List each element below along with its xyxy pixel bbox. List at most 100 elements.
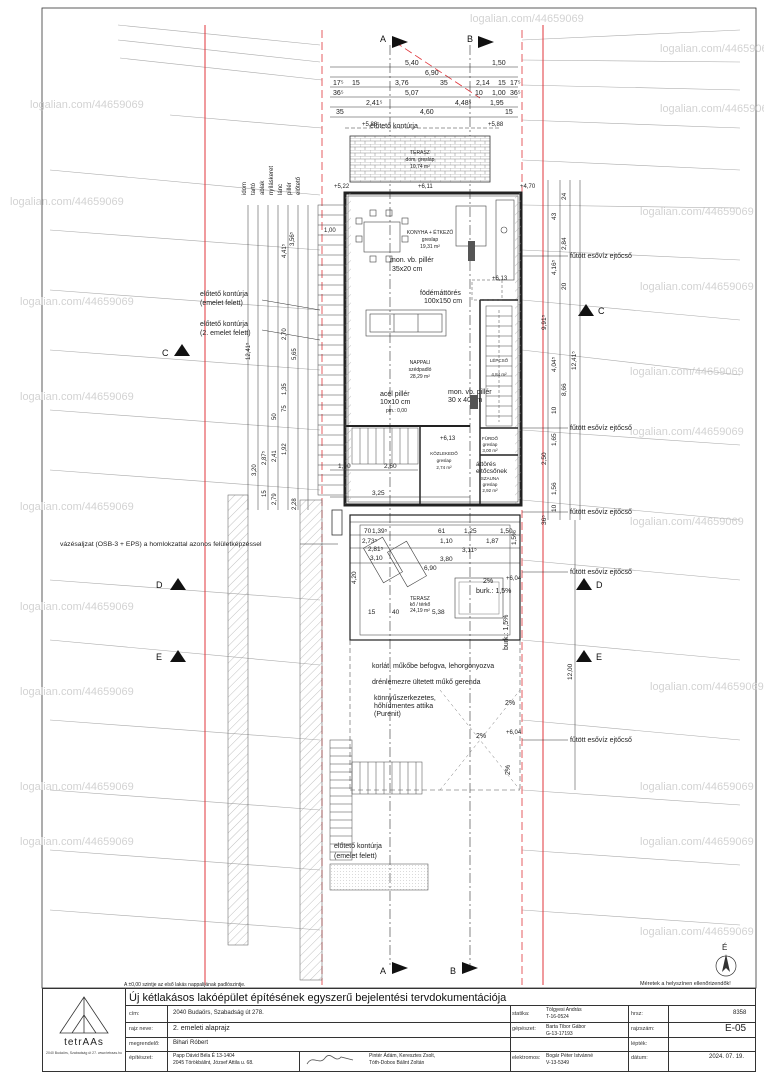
dim-text: 6,90 — [424, 565, 437, 572]
dim-text: 5,38 — [432, 609, 445, 616]
dim-text: 24 — [561, 192, 568, 200]
section-arrow — [478, 36, 494, 48]
top-dimension-lines — [330, 66, 518, 118]
note-text: 30 x 40 cm — [448, 397, 482, 404]
dim-text: 1,25 — [464, 528, 477, 535]
room-floor: greslap — [422, 237, 439, 243]
section-mark-e: E — [596, 652, 602, 662]
retaining-wall — [227, 494, 249, 946]
elektro-label: elektromos: — [512, 1055, 541, 1061]
note-text: 2% — [505, 700, 515, 707]
downpipe-note: fűtött esővíz ejtőcső — [570, 425, 632, 432]
dim-text: 3,56⁵ — [289, 231, 296, 246]
dim-text: 2,87⁵ — [261, 450, 268, 465]
hrsz-value: 8358 — [733, 1010, 747, 1016]
dim-text: 2,41⁵ — [366, 100, 383, 107]
drawing-name: 2. emeleti alaprajz — [173, 1025, 230, 1032]
pillar-35x20 — [468, 241, 475, 261]
pillar-30x40 — [470, 395, 478, 409]
watermark: logalian.com/44659069 — [660, 103, 764, 115]
property-lines — [204, 25, 544, 985]
right-dim-texts: 24 43 2,84 4,16⁵ 20 9,91⁵ 12,41⁵ 4,04⁵ 8… — [511, 192, 578, 680]
watermark: logalian.com/44659069 — [20, 686, 134, 698]
dim-text: 15 — [505, 109, 513, 116]
room-floor: dom. greslap — [406, 157, 435, 163]
elevation-mark: +5,88 — [488, 122, 504, 128]
dim-text: 17⁵ — [333, 80, 344, 87]
living-furniture — [365, 309, 447, 337]
dim-text: 36⁵ — [333, 90, 344, 97]
note-text: (Purenit) — [374, 711, 401, 718]
room-area: 28,29 m² — [410, 374, 430, 380]
left-staircase — [317, 204, 347, 496]
watermark: logalian.com/44659069 — [640, 206, 754, 218]
dim-text: 43 — [551, 212, 558, 220]
dim-text: 75 — [282, 405, 288, 412]
section-mark-b: B — [467, 34, 473, 44]
megrendelo-label: megrendelő: — [129, 1041, 160, 1047]
note-text: födémáttörés — [420, 290, 461, 297]
dim-text: 5,07 — [405, 90, 419, 97]
gepeszet-name: Barta Tibor Gábor — [546, 1024, 586, 1030]
dim-text: 9,91⁵ — [541, 314, 548, 330]
dim-text: 2,73⁵ — [362, 538, 378, 545]
room-label: KONYHA + ÉTKEZŐ — [407, 229, 454, 236]
dimension-disclaimer: Méretek a helyszínen ellenőrizendők! — [640, 981, 731, 987]
section-mark-e: E — [156, 652, 162, 662]
lower-stairs — [329, 739, 429, 891]
scale-label: lépték: — [631, 1041, 648, 1047]
note-text: előtető kontúrja — [334, 843, 382, 850]
dim-text: 5,40 — [405, 60, 419, 67]
dim-text: 3,20 — [252, 464, 258, 476]
dim-text: 1,00 — [338, 463, 351, 470]
vertical-label: nyíláskeret — [269, 166, 275, 195]
project-title: Új kétlakásos lakóépület építésének egys… — [129, 992, 507, 1004]
dim-text: 1,00 — [492, 90, 506, 97]
gepeszet-id: G-13-17193 — [546, 1031, 573, 1037]
watermark: logalian.com/44659069 — [20, 836, 134, 848]
watermark: logalian.com/44659069 — [630, 426, 744, 438]
dim-text: 15 — [352, 80, 360, 87]
dim-text: 15 — [368, 609, 376, 616]
dim-text: 1,56 — [551, 482, 558, 495]
hrsz-label: hrsz: — [631, 1011, 643, 1017]
note-text: korlát, műkőbe befogva, lehorgonyozva — [372, 663, 494, 670]
note-text: 2% — [505, 765, 512, 775]
note-text: (emelet felett) — [334, 853, 377, 860]
watermark: logalian.com/44659069 — [30, 99, 144, 111]
section-mark-d: D — [596, 580, 603, 590]
dim-text: 3,80 — [440, 556, 453, 563]
elevation-mark: +4,70 — [520, 184, 536, 190]
dim-text: 40 — [392, 609, 400, 616]
signature-icon — [306, 1055, 354, 1065]
section-mark-d: D — [156, 580, 163, 590]
note-text: 2% — [476, 733, 486, 740]
room-area: 2,74 m² — [436, 465, 452, 470]
elevation-marks: +5,88 +5,88 +5,22 +6,11 +4,70 +6,13 +6,1… — [334, 122, 536, 736]
section-mark-a: A — [380, 34, 386, 44]
cim-label: cím: — [129, 1011, 140, 1017]
dim-text: 3,76 — [395, 80, 409, 87]
room-label: FÜRDŐ — [482, 435, 498, 441]
room-label: TERASZ — [410, 596, 430, 602]
coworkers-1: Pintér Ádám, Keresztes Zsolt, — [369, 1053, 436, 1059]
title-block: tetrAAs 2040 Budaörs, Szabadság út 27. w… — [42, 988, 756, 1072]
room-label: LÉPCSŐ — [490, 357, 509, 363]
downpipe-note: fűtött esővíz ejtőcső — [570, 737, 632, 744]
dim-text: 2,70 — [282, 328, 288, 340]
note-text: könnyűszerkezetes, — [374, 695, 436, 702]
dim-text: 70 — [364, 528, 372, 535]
dim-text: 2,79 — [272, 493, 278, 505]
statika-label: statika: — [512, 1011, 530, 1017]
company-logo: tetrAAs 2040 Budaörs, Szabadság út 27. w… — [43, 989, 126, 1071]
dim-text: 1,95 — [490, 100, 504, 107]
section-arrow — [392, 962, 408, 974]
section-arrow — [576, 578, 592, 590]
watermark: logalian.com/44659069 — [640, 926, 754, 938]
middle-stair — [351, 427, 419, 465]
section-markers: A B C C D D E E A B — [156, 34, 605, 976]
downpipe-leaders — [522, 255, 568, 741]
note-text: ejtőcsőnek — [476, 468, 508, 475]
note-text: 100x150 cm — [424, 298, 462, 305]
room-floor: greslap — [483, 442, 498, 447]
